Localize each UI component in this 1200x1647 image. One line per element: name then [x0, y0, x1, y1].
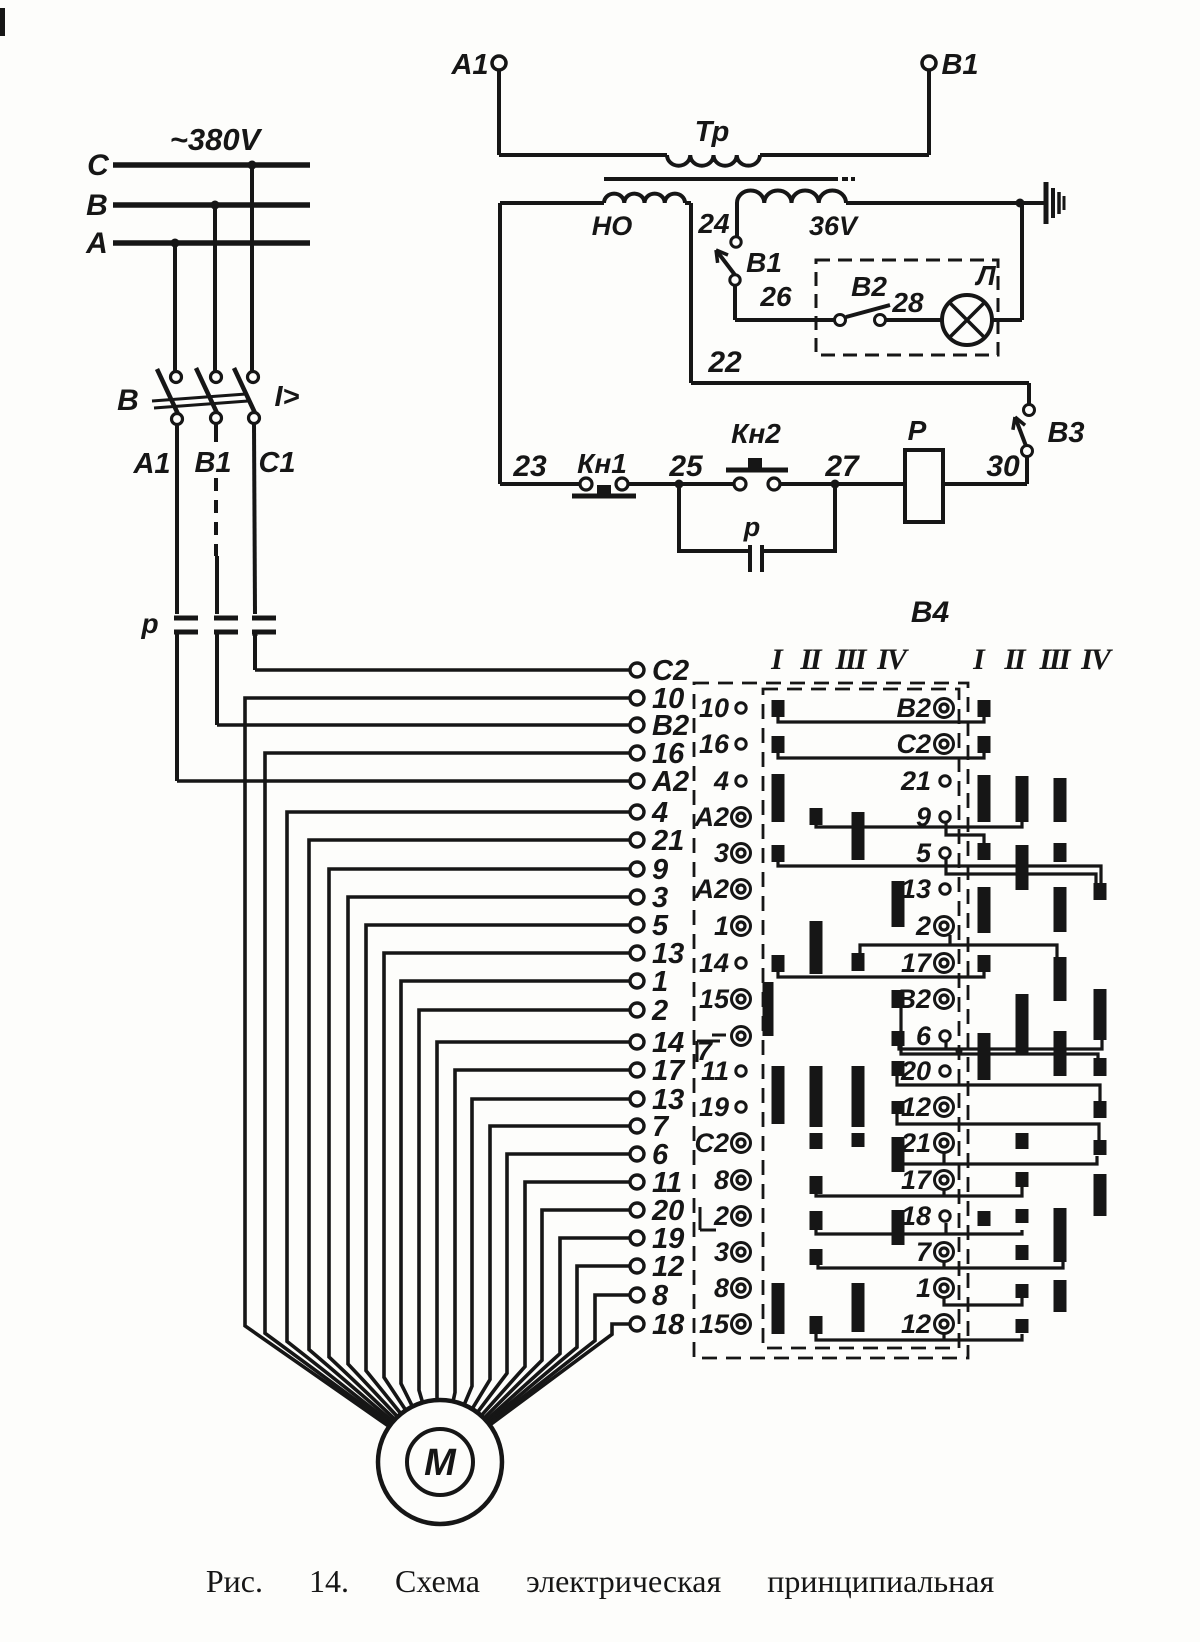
svg-text:В1: В1: [941, 49, 978, 81]
svg-text:11: 11: [701, 1056, 729, 1086]
svg-text:А: А: [85, 227, 108, 260]
svg-text:А1: А1: [450, 49, 488, 81]
svg-text:IV: IV: [1080, 643, 1114, 676]
svg-text:2: 2: [713, 1201, 729, 1231]
svg-text:22: 22: [707, 346, 742, 379]
svg-text:18: 18: [652, 1309, 685, 1341]
svg-text:5: 5: [916, 838, 932, 868]
svg-text:8: 8: [714, 1273, 729, 1303]
svg-text:21: 21: [651, 825, 684, 857]
svg-text:16: 16: [652, 738, 685, 770]
svg-text:21: 21: [900, 766, 931, 796]
svg-text:16: 16: [699, 729, 730, 759]
svg-text:А1: А1: [132, 448, 170, 480]
svg-text:1: 1: [652, 966, 668, 998]
svg-text:4: 4: [651, 797, 668, 829]
svg-text:6: 6: [652, 1139, 669, 1171]
svg-text:8: 8: [714, 1165, 729, 1195]
svg-text:3: 3: [652, 882, 668, 914]
svg-text:~380V: ~380V: [170, 122, 263, 157]
svg-text:1: 1: [714, 911, 729, 941]
svg-text:25: 25: [668, 450, 704, 483]
svg-text:Кн1: Кн1: [577, 448, 627, 479]
svg-text:С2: С2: [896, 729, 931, 759]
svg-text:13: 13: [652, 1084, 684, 1116]
svg-text:Р: Р: [908, 415, 927, 446]
svg-text:19: 19: [699, 1092, 729, 1122]
svg-text:3: 3: [714, 1237, 729, 1267]
svg-text:24: 24: [697, 208, 730, 239]
svg-text:11: 11: [652, 1167, 682, 1199]
svg-text:р: р: [140, 608, 158, 639]
svg-text:III: III: [834, 643, 867, 676]
svg-text:2: 2: [915, 911, 931, 941]
svg-text:I>: I>: [275, 381, 300, 413]
svg-text:23: 23: [512, 450, 547, 483]
svg-text:9: 9: [916, 802, 931, 832]
svg-text:20: 20: [651, 1195, 684, 1227]
svg-text:13: 13: [901, 874, 931, 904]
svg-text:А2: А2: [693, 874, 729, 904]
svg-text:19: 19: [652, 1223, 684, 1255]
svg-text:6: 6: [916, 1021, 932, 1051]
svg-text:С2: С2: [652, 655, 689, 687]
svg-text:В2: В2: [652, 710, 689, 742]
svg-text:В2: В2: [851, 271, 887, 302]
svg-text:7: 7: [916, 1237, 933, 1267]
svg-text:15: 15: [699, 1309, 730, 1339]
svg-text:10: 10: [652, 683, 684, 715]
svg-text:Л: Л: [974, 260, 996, 291]
svg-text:12: 12: [901, 1092, 931, 1122]
svg-text:7: 7: [697, 1036, 714, 1066]
svg-text:II: II: [799, 643, 823, 676]
svg-text:8: 8: [652, 1280, 669, 1312]
svg-text:Тр: Тр: [695, 116, 730, 148]
svg-text:20: 20: [900, 1056, 931, 1086]
svg-text:III: III: [1038, 643, 1071, 676]
svg-text:Кн2: Кн2: [731, 418, 781, 449]
svg-text:В: В: [86, 189, 108, 222]
svg-text:В: В: [117, 384, 139, 417]
svg-text:3: 3: [714, 838, 729, 868]
svg-text:В3: В3: [1047, 417, 1084, 449]
svg-text:А2: А2: [693, 802, 729, 832]
svg-text:30: 30: [986, 450, 1020, 483]
svg-text:17: 17: [901, 1165, 933, 1195]
svg-text:В1: В1: [194, 447, 231, 479]
svg-text:В2: В2: [896, 693, 931, 723]
svg-text:1: 1: [916, 1273, 931, 1303]
svg-text:17: 17: [901, 948, 933, 978]
svg-text:12: 12: [901, 1309, 931, 1339]
svg-text:7: 7: [652, 1111, 670, 1143]
svg-text:26: 26: [759, 281, 792, 312]
svg-text:4: 4: [713, 766, 729, 796]
svg-text:15: 15: [699, 984, 730, 1014]
svg-text:9: 9: [652, 854, 668, 886]
svg-text:С: С: [87, 149, 110, 182]
svg-text:А2: А2: [651, 766, 689, 798]
svg-text:13: 13: [652, 938, 684, 970]
svg-text:НО: НО: [592, 211, 633, 241]
svg-text:II: II: [1003, 643, 1027, 676]
svg-text:р: р: [743, 512, 761, 542]
svg-text:10: 10: [699, 693, 729, 723]
svg-text:18: 18: [901, 1201, 931, 1231]
svg-text:14: 14: [652, 1027, 684, 1059]
svg-text:М: М: [424, 1442, 457, 1484]
svg-text:21: 21: [900, 1128, 931, 1158]
svg-text:С2: С2: [694, 1128, 729, 1158]
svg-text:В4: В4: [911, 596, 950, 629]
svg-text:В1: В1: [746, 247, 782, 278]
svg-text:28: 28: [891, 287, 924, 318]
svg-text:36V: 36V: [809, 211, 859, 241]
svg-text:12: 12: [652, 1251, 684, 1283]
svg-text:27: 27: [824, 450, 860, 483]
svg-text:IV: IV: [876, 643, 910, 676]
svg-text:С1: С1: [258, 447, 295, 479]
svg-text:17: 17: [652, 1055, 686, 1087]
svg-text:Рис. 14. Схема электрическа: Рис. 14. Схема электрическая принципиаль…: [206, 1563, 995, 1599]
svg-text:5: 5: [652, 910, 669, 942]
svg-text:14: 14: [699, 948, 729, 978]
svg-text:2: 2: [651, 995, 668, 1027]
